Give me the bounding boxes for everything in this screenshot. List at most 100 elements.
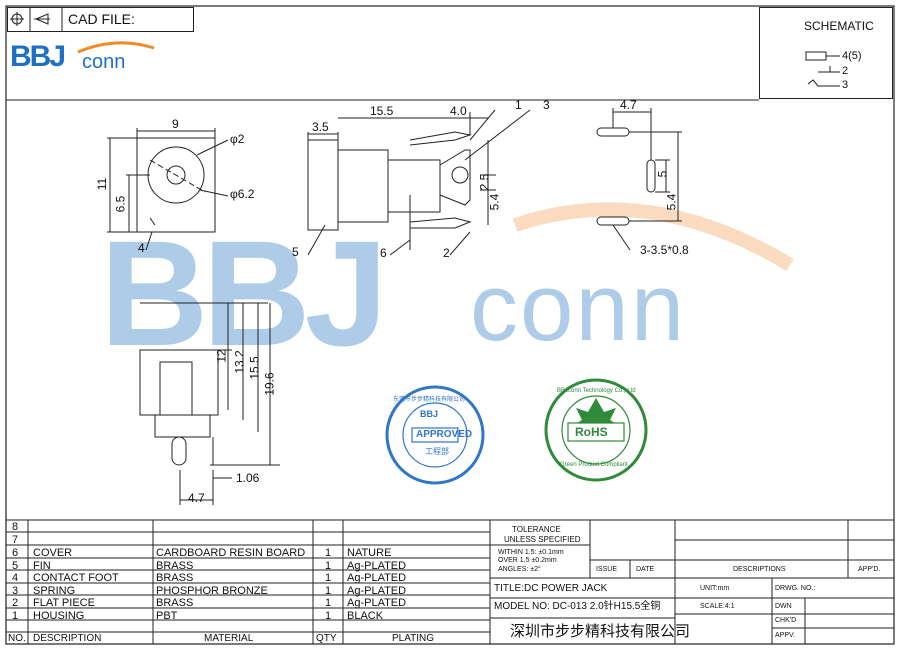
tolerance-line-2: OVER 1.5 ±0.2mm	[498, 557, 557, 564]
dim-hole-dia: φ6.2	[230, 187, 255, 201]
tolerance-sub: UNLESS SPECIFIED	[504, 535, 581, 544]
rohs-stamp	[544, 378, 648, 482]
bom-row-desc: COVER	[33, 547, 73, 559]
bom-row-qty: 1	[325, 560, 332, 572]
bom-header-desc: DESCRIPTION	[33, 633, 102, 644]
bom-row-desc: FIN	[33, 560, 51, 572]
bom-row-plating: BLACK	[347, 610, 384, 622]
pcb-dim-slot: 5	[655, 170, 670, 178]
logo-suffix: conn	[82, 51, 126, 73]
tolerance-title: TOLERANCE	[512, 525, 561, 534]
cad-file-label: CAD FILE:	[68, 11, 135, 27]
bom-table-grid	[5, 519, 895, 645]
schematic-symbol	[805, 51, 840, 87]
callout-1: 1	[515, 98, 522, 112]
bom-row-plating: NATURE	[347, 547, 392, 559]
rohs-stamp-ring: BBJconn Technology Co., Ltd	[557, 388, 636, 394]
dwn-label: DWN	[775, 603, 792, 610]
cad-file-box	[7, 7, 194, 32]
issue-label: ISSUE	[596, 566, 618, 573]
bom-row-no: 2	[12, 597, 19, 609]
logo-swoosh-icon	[77, 41, 155, 54]
dim-h13: 13.2	[232, 350, 247, 374]
callout-6: 6	[380, 246, 387, 260]
bom-row-qty: 1	[325, 610, 332, 622]
dim-width: 9	[172, 117, 179, 131]
pcb-dim-x: 4.7	[620, 98, 637, 112]
unit-label: UNIT:mm	[700, 585, 730, 592]
bom-row-no: 5	[12, 560, 19, 572]
pcb-slot-note: 3-3.5*0.8	[640, 243, 689, 257]
bom-row-no: 3	[12, 585, 19, 597]
tolerance-line-1: WITHIN 1.5: ±0.1mm	[498, 549, 564, 556]
bom-row-qty: 1	[325, 597, 332, 609]
svg-text:conn: conn	[470, 254, 686, 361]
bom-header-material: MATERIAL	[204, 633, 254, 644]
callout-4: 4	[138, 241, 145, 255]
approved-stamp-ring: BBJ	[420, 409, 439, 419]
bom-row-plating: Ag-PLATED	[347, 597, 407, 609]
bom-row-material: PHOSPHOR BRONZE	[156, 585, 268, 597]
bom-row-plating: Ag-PLATED	[347, 560, 407, 572]
pcb-layout-view	[596, 108, 682, 251]
rohs-stamp-sub: Green Product Compliant	[560, 462, 628, 468]
schematic-pin-1: 4(5)	[842, 50, 862, 62]
bom-row-plating: Ag-PLATED	[347, 585, 407, 597]
dim-pin-pitch: 4.7	[188, 491, 205, 505]
bom-row-plating: Ag-PLATED	[347, 572, 407, 584]
appd-label: APP'D.	[858, 566, 881, 573]
bom-row-no: 1	[12, 610, 19, 622]
dim-pin-thick: 1.06	[236, 471, 260, 485]
date-label: DATE	[636, 566, 655, 573]
schematic-box	[759, 7, 893, 99]
bom-header-no: NO.	[8, 633, 26, 644]
bottom-view	[139, 302, 280, 505]
bom-row-qty: 1	[325, 572, 332, 584]
logo-letters: BBJ	[10, 40, 66, 73]
drawing-title: TITLE:DC POWER JACK	[494, 583, 608, 594]
dim-h19: 19.6	[262, 372, 277, 396]
schematic-pin-3: 3	[842, 79, 849, 91]
bom-row-material: BRASS	[156, 572, 194, 584]
dim-length: 15.5	[370, 104, 394, 118]
side-view	[307, 109, 531, 256]
dim-h12: 12	[214, 349, 229, 363]
dim-pin-dia: φ2	[230, 132, 245, 146]
bom-row-qty: 1	[325, 585, 332, 597]
approved-stamp-label: APPROVED	[416, 429, 473, 440]
front-view	[107, 128, 229, 251]
callout-3: 3	[543, 98, 550, 112]
rohs-stamp-label: RoHS	[575, 425, 608, 439]
bom-row-desc: FLAT PIECE	[33, 597, 95, 609]
descriptions-label: DESCRIPTIONS	[733, 566, 786, 573]
bom-row-material: PBT	[156, 610, 178, 622]
callout-2: 2	[443, 246, 450, 260]
bom-row-qty: 1	[325, 547, 332, 559]
pcb-dim-pitch: 5.4	[664, 193, 679, 211]
bom-row-material: BRASS	[156, 597, 194, 609]
schematic-title: SCHEMATIC	[804, 19, 874, 33]
bom-row-material: BRASS	[156, 560, 194, 572]
bom-empty-row: 7	[12, 534, 19, 546]
chkd-label: CHK'D	[775, 617, 797, 624]
bom-row-desc: CONTACT FOOT	[33, 572, 119, 584]
brand-logo: BBJ conn	[10, 40, 160, 76]
appv-label: APPV.	[775, 632, 795, 639]
watermark-logo: BBJ conn	[100, 202, 794, 377]
company-name: 深圳市步步精科技有限公司	[510, 622, 691, 640]
schematic-pin-2: 2	[842, 65, 849, 77]
bom-empty-row: 8	[12, 521, 19, 533]
bom-row-desc: SPRING	[33, 585, 76, 597]
bom-header-qty: QTY	[316, 633, 337, 644]
drwg-no-label: DRWG. NO.:	[775, 585, 816, 592]
svg-text:BBJ: BBJ	[100, 209, 382, 377]
approved-stamp-dept: 工程部	[425, 447, 449, 456]
dim-center: 6.5	[113, 195, 128, 213]
dim-pin-offset: 2.5	[477, 173, 492, 191]
dim-h15: 15.5	[247, 356, 262, 380]
bom-row-no: 4	[12, 572, 19, 584]
model-number: MODEL NO: DC-013 2.0针H15.5全铜	[494, 601, 661, 612]
bom-row-desc: HOUSING	[33, 610, 85, 622]
dim-tail: 4.0	[450, 104, 467, 118]
